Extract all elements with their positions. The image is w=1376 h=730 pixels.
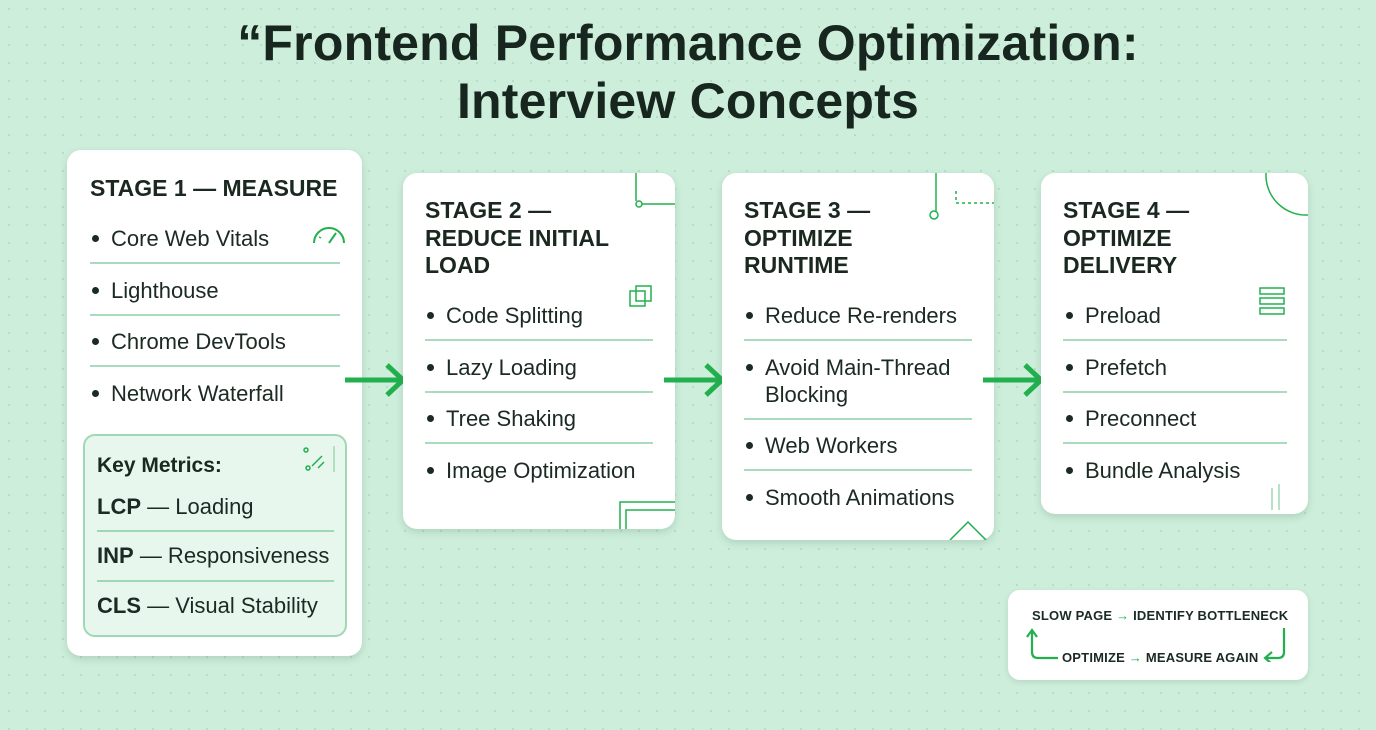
stage-4-card bbox=[1041, 173, 1308, 514]
bullet bbox=[92, 338, 99, 345]
stage-4-item-preconnect: Preconnect bbox=[1085, 406, 1197, 431]
loop-step-measure-again: MEASURE AGAIN bbox=[1145, 650, 1259, 665]
divider bbox=[425, 339, 653, 341]
bullet bbox=[1066, 415, 1073, 422]
divider bbox=[744, 418, 972, 420]
corner-lines-icon bbox=[619, 501, 675, 529]
triangle-icon bbox=[949, 520, 987, 540]
stage-4-title-line-1: STAGE 4 — bbox=[1063, 197, 1190, 223]
stage-3-item-reduce-re-renders: Reduce Re-renders bbox=[765, 303, 957, 328]
loop-step-optimize: OPTIMIZE bbox=[1062, 650, 1125, 665]
divider bbox=[744, 339, 972, 341]
sparkle-icon bbox=[303, 446, 335, 472]
flow-arrow-icon bbox=[664, 363, 726, 397]
stage-3-item-smooth-animations: Smooth Animations bbox=[765, 485, 955, 510]
stage-1-title: STAGE 1 — MEASURE bbox=[90, 175, 338, 201]
arrow-right-icon: → bbox=[1128, 650, 1143, 665]
stage-3-item-avoid-main-thread: Avoid Main-Thread bbox=[765, 355, 951, 380]
bullet bbox=[427, 415, 434, 422]
bullet bbox=[1066, 312, 1073, 319]
divider bbox=[1063, 442, 1287, 444]
loop-row-top: SLOW PAGE → IDENTIFY BOTTLENECK bbox=[1032, 608, 1288, 623]
bullet bbox=[1066, 467, 1073, 474]
layers-icon bbox=[629, 285, 652, 307]
bullet bbox=[427, 467, 434, 474]
stage-4-item-prefetch: Prefetch bbox=[1085, 355, 1167, 380]
divider bbox=[425, 391, 653, 393]
stage-3-title-line-2: OPTIMIZE bbox=[744, 225, 853, 251]
divider bbox=[425, 442, 653, 444]
divider bbox=[90, 365, 340, 367]
stage-3-item-web-workers: Web Workers bbox=[765, 433, 898, 458]
divider bbox=[1063, 391, 1287, 393]
divider bbox=[90, 262, 340, 264]
stage-4-item-bundle-analysis: Bundle Analysis bbox=[1085, 458, 1241, 483]
stage-2-title-line-2: REDUCE INITIAL bbox=[425, 225, 609, 251]
stage-3-title-line-1: STAGE 3 — bbox=[744, 197, 871, 223]
divider bbox=[1063, 339, 1287, 341]
stage-1-item-lighthouse: Lighthouse bbox=[111, 278, 219, 303]
metric-abbr: INP bbox=[97, 543, 134, 568]
key-metrics-box bbox=[83, 434, 347, 637]
bullet bbox=[746, 442, 753, 449]
circuit-icon bbox=[929, 173, 994, 220]
metric-inp: INP — Responsiveness bbox=[97, 543, 329, 569]
stage-1-item-network-waterfall: Network Waterfall bbox=[111, 381, 284, 406]
bullet bbox=[427, 364, 434, 371]
loop-step-identify-bottleneck: IDENTIFY BOTTLENECK bbox=[1133, 608, 1289, 623]
divider bbox=[97, 580, 334, 582]
key-metrics-title: Key Metrics: bbox=[97, 454, 222, 477]
bars-icon bbox=[1271, 484, 1280, 510]
divider bbox=[90, 314, 340, 316]
stage-3-title-line-3: RUNTIME bbox=[744, 252, 849, 278]
corner-circuit-icon bbox=[635, 173, 675, 208]
stage-2-title-line-1: STAGE 2 — bbox=[425, 197, 552, 223]
stage-2-card bbox=[403, 173, 675, 529]
divider bbox=[97, 530, 334, 532]
bullet bbox=[92, 390, 99, 397]
bullet bbox=[746, 364, 753, 371]
arrow-right-icon: → bbox=[1116, 608, 1130, 623]
gauge-icon bbox=[313, 227, 345, 244]
metric-label: — Responsiveness bbox=[139, 543, 330, 568]
stage-4-title-line-2: OPTIMIZE bbox=[1063, 225, 1172, 251]
bullet bbox=[746, 494, 753, 501]
server-icon bbox=[1259, 287, 1285, 315]
stage-2-item-lazy-loading: Lazy Loading bbox=[446, 355, 577, 380]
metric-label: — Loading bbox=[147, 494, 254, 519]
stage-4-item-preload: Preload bbox=[1085, 303, 1161, 328]
metric-abbr: LCP bbox=[97, 494, 141, 519]
stage-2-item-code-splitting: Code Splitting bbox=[446, 303, 583, 328]
stage-1-item-chrome-devtools: Chrome DevTools bbox=[111, 329, 286, 354]
stage-3-item-blocking: Blocking bbox=[765, 382, 849, 407]
metric-cls: CLS — Visual Stability bbox=[97, 593, 318, 619]
flow-arrow-icon bbox=[345, 363, 407, 397]
divider bbox=[744, 469, 972, 471]
bullet bbox=[1066, 364, 1073, 371]
stage-2-item-image-optimization: Image Optimization bbox=[446, 458, 636, 483]
stage-1-item-core-web-vitals: Core Web Vitals bbox=[111, 226, 270, 251]
loop-arrow-up-icon bbox=[1026, 628, 1058, 660]
stage-2-item-tree-shaking: Tree Shaking bbox=[446, 406, 577, 431]
bullet bbox=[427, 312, 434, 319]
loop-row-bottom: OPTIMIZE → MEASURE AGAIN bbox=[1062, 650, 1258, 665]
corner-arc-icon bbox=[1265, 173, 1308, 216]
bullet bbox=[92, 235, 99, 242]
stage-4-title-line-3: DELIVERY bbox=[1063, 252, 1178, 278]
metric-label: — Visual Stability bbox=[147, 593, 318, 618]
bullet bbox=[92, 287, 99, 294]
loop-arrow-down-icon bbox=[1263, 628, 1286, 662]
stage-2-title-line-3: LOAD bbox=[425, 252, 491, 278]
metric-lcp: LCP — Loading bbox=[97, 494, 254, 520]
flow-arrow-icon bbox=[983, 363, 1045, 397]
stage-3-card bbox=[722, 173, 994, 540]
title-line-2: Interview Concepts bbox=[456, 73, 920, 129]
loop-step-slow-page: SLOW PAGE bbox=[1032, 608, 1113, 623]
metric-abbr: CLS bbox=[97, 593, 141, 618]
title-line-1: “Frontend Performance Optimization: bbox=[237, 15, 1139, 71]
optimization-loop-box bbox=[1008, 590, 1308, 680]
page-title: “Frontend Performance Optimization: Inte… bbox=[0, 14, 1376, 130]
bullet bbox=[746, 312, 753, 319]
